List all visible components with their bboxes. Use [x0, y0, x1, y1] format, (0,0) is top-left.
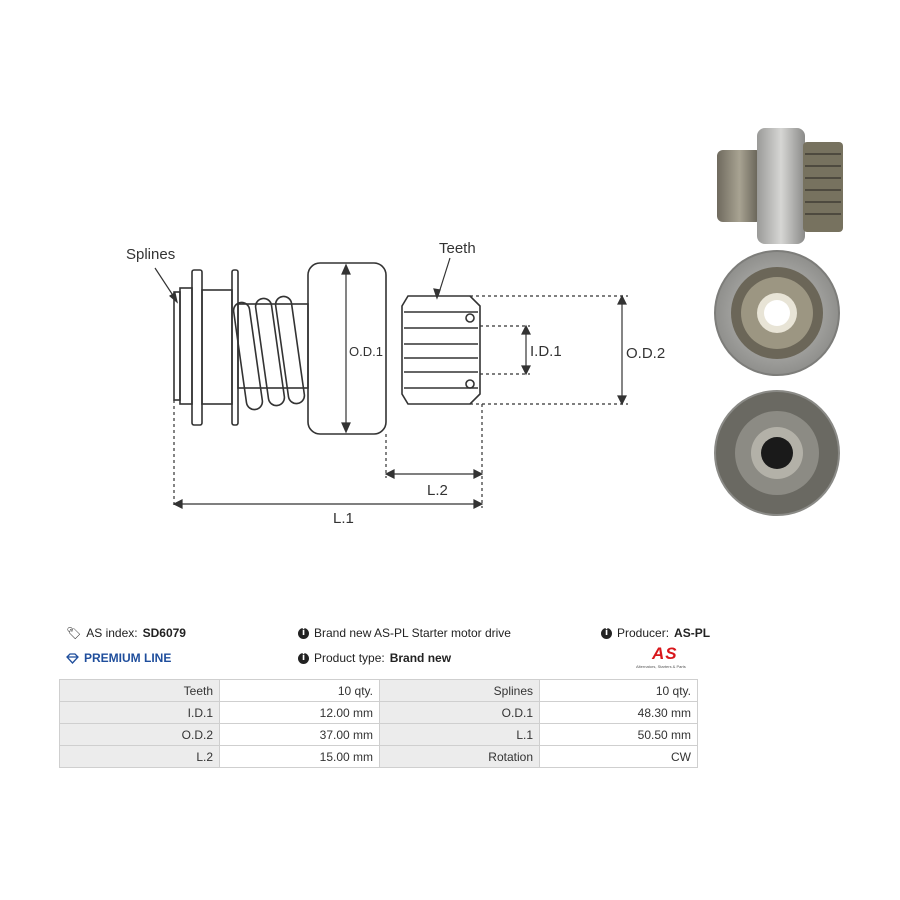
spec-key: O.D.1 — [379, 701, 540, 724]
specs-table: Teeth 10 qty. Splines 10 qty. I.D.1 12.0… — [59, 679, 698, 768]
photo-front-view — [714, 250, 840, 376]
description-text: Brand new AS-PL Starter motor drive — [314, 626, 511, 640]
premium-line-label: PREMIUM LINE — [84, 651, 172, 665]
photo-side-view — [717, 128, 843, 244]
as-index-label: AS index: — [86, 626, 138, 640]
spec-key: O.D.2 — [59, 723, 220, 746]
spring — [232, 295, 306, 411]
product-type-label: Product type: — [314, 651, 385, 665]
spec-value: CW — [539, 745, 698, 768]
od1-label: O.D.1 — [349, 344, 383, 359]
flange — [191, 269, 203, 426]
producer: i Producer: AS-PL — [601, 626, 710, 640]
starter-drive-diagram — [154, 257, 628, 509]
as-pl-logo: AS Alternators, Starters & Parts — [636, 644, 700, 672]
product-type-value: Brand new — [389, 651, 452, 665]
spec-value: 10 qty. — [539, 679, 698, 702]
spec-key: Rotation — [379, 745, 540, 768]
spec-value: 37.00 mm — [219, 723, 380, 746]
pinion-gear — [401, 295, 481, 405]
info-icon: i — [298, 627, 309, 639]
table-row: O.D.2 37.00 mm L.1 50.50 mm — [59, 723, 698, 746]
table-row: L.2 15.00 mm Rotation CW — [59, 745, 698, 768]
info-icon: i — [298, 652, 309, 664]
l1-label: L.1 — [333, 510, 354, 527]
id1-label: I.D.1 — [530, 343, 562, 360]
photo-rear-view — [714, 390, 840, 516]
spec-value: 12.00 mm — [219, 701, 380, 724]
spec-key: Splines — [379, 679, 540, 702]
description: i Brand new AS-PL Starter motor drive — [298, 626, 511, 640]
teeth-label: Teeth — [439, 240, 476, 257]
diamond-icon — [66, 652, 79, 664]
od2-label: O.D.2 — [626, 345, 666, 362]
spec-value: 15.00 mm — [219, 745, 380, 768]
tag-icon: 🏷︎ — [66, 626, 82, 640]
product-type: i Product type: Brand new — [298, 651, 451, 665]
product-photos — [714, 128, 843, 516]
spec-key: I.D.1 — [59, 701, 220, 724]
table-row: I.D.1 12.00 mm O.D.1 48.30 mm — [59, 701, 698, 724]
spec-value: 50.50 mm — [539, 723, 698, 746]
producer-value: AS-PL — [674, 626, 711, 640]
spec-value: 48.30 mm — [539, 701, 698, 724]
premium-line: PREMIUM LINE — [66, 651, 171, 665]
spec-key: L.1 — [379, 723, 540, 746]
as-index-value: SD6079 — [142, 626, 186, 640]
logo-mark: AS — [652, 644, 678, 663]
logo-tagline: Alternators, Starters & Parts — [636, 664, 686, 669]
producer-label: Producer: — [617, 626, 670, 640]
clutch-housing — [307, 262, 387, 435]
spline-end — [173, 291, 181, 401]
table-row: Teeth 10 qty. Splines 10 qty. — [59, 679, 698, 702]
info-icon: i — [601, 627, 612, 639]
spec-key: L.2 — [59, 745, 220, 768]
spec-value: 10 qty. — [219, 679, 380, 702]
l2-label: L.2 — [427, 482, 448, 499]
splines-label: Splines — [126, 246, 176, 263]
spec-key: Teeth — [59, 679, 220, 702]
as-index: 🏷︎ AS index: SD6079 — [66, 626, 186, 640]
